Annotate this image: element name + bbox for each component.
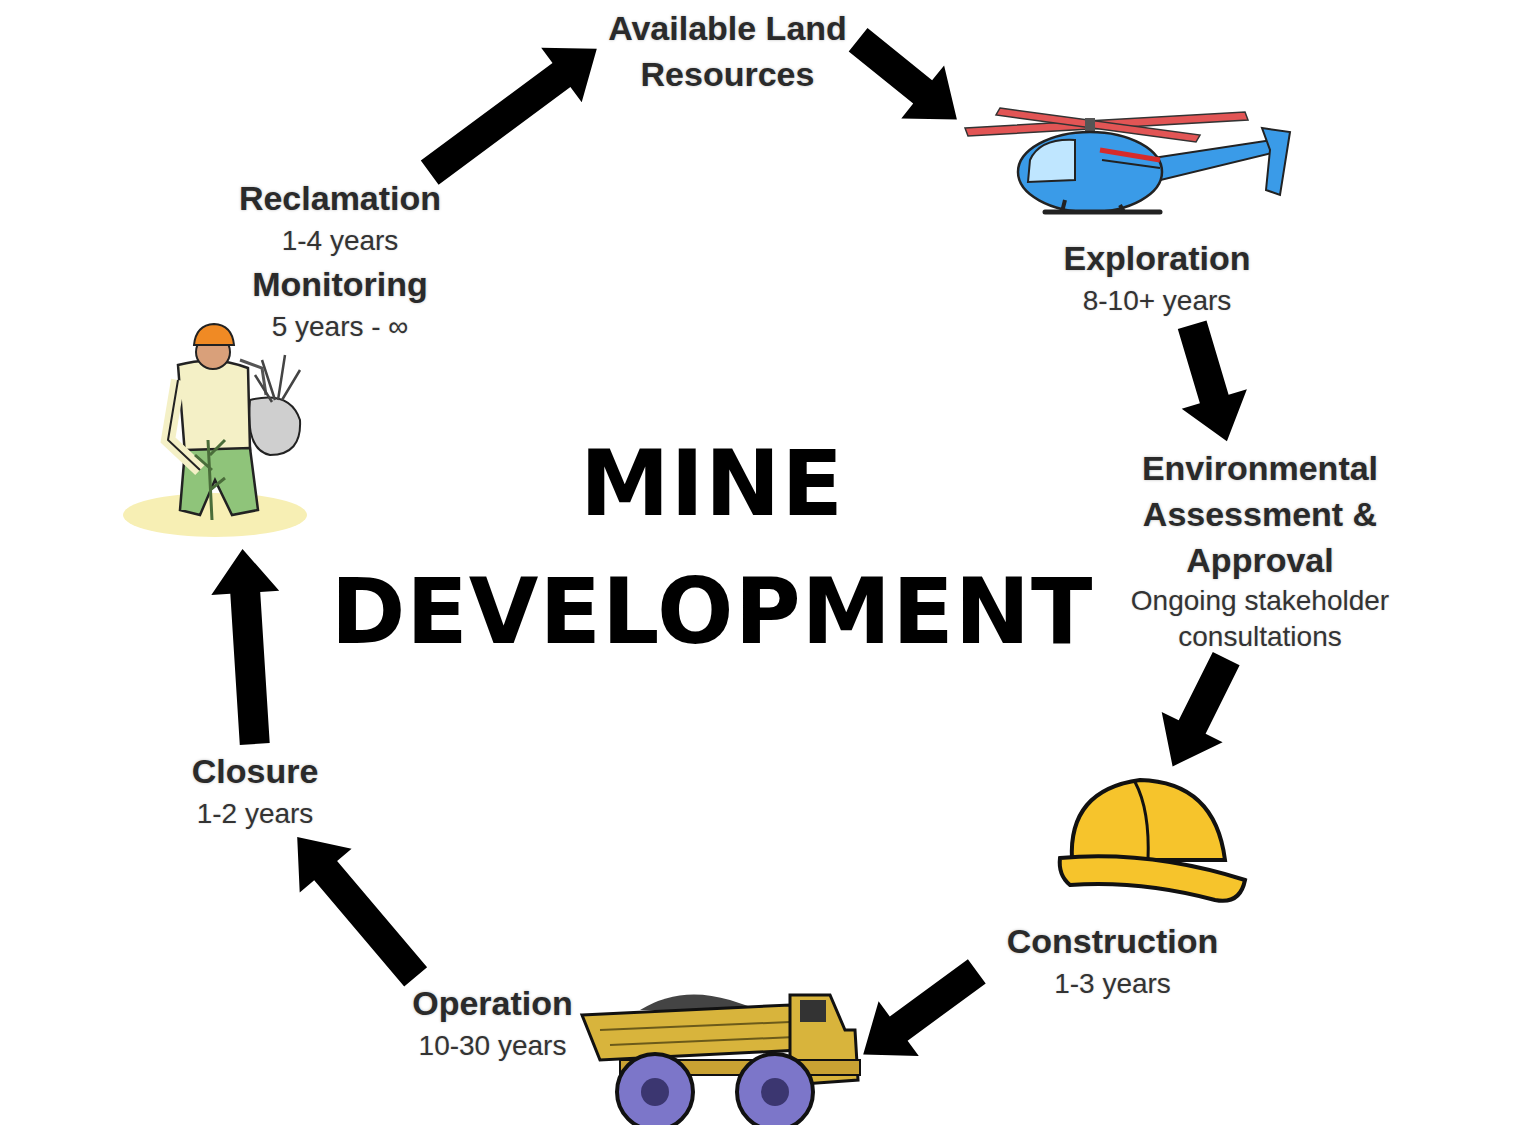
stage-node: Closure1-2 years [165,748,345,834]
stage-node: Operation10-30 years [385,980,860,1120]
stage-note: 1-2 years [165,794,345,834]
cycle-arrow [863,959,986,1056]
cycle-arrow [849,28,957,120]
stage-note: 10-30 years [385,1026,600,1066]
stage-name: Available Land Resources [600,5,855,97]
haul-truck-icon [582,994,860,1125]
stage-node: Reclamation1-4 yearsMonitoring5 years - … [125,175,460,545]
cycle-arrow [1178,321,1247,442]
stage-node: Available Land Resources [600,5,855,97]
cycle-arrow [421,48,597,185]
stage-name: Closure [165,748,345,794]
cycle-arrow [211,549,279,745]
stage-name: Operation [385,980,600,1026]
stage-name: Environmental Assessment & Approval [1100,445,1420,583]
stage-name: Monitoring [220,261,460,307]
reclamation-worker-icon [123,324,307,537]
stage-note: 1-3 years [980,964,1245,1004]
helicopter-icon [965,108,1290,212]
cycle-arrow [297,837,427,987]
stage-name: Reclamation [220,175,460,221]
stage-name: Construction [980,918,1245,964]
hard-hat-icon [1060,780,1245,901]
stage-note: Ongoing stakeholder consultations [1100,583,1420,655]
stage-note: 8-10+ years [1024,281,1290,321]
stage-node: Exploration8-10+ years [960,95,1290,321]
diagram-title: MINE DEVELOPMENT [312,420,1112,676]
cycle-arrow [1162,652,1240,767]
stage-note: 5 years - ∞ [220,307,460,347]
stage-node: Environmental Assessment & ApprovalOngoi… [1100,445,1420,655]
stage-node: Construction1-3 years [980,770,1245,1004]
stage-name: Exploration [1024,235,1290,281]
stage-note: 1-4 years [220,221,460,261]
